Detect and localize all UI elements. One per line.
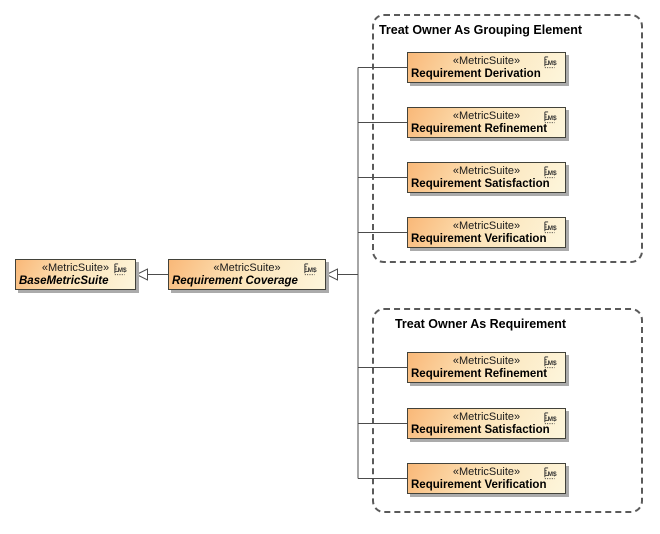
group-title: Treat Owner As Requirement	[394, 317, 567, 331]
metric-suite-icon: M$	[544, 467, 557, 480]
stereotype-label: «MetricSuite»	[213, 262, 281, 274]
stereotype-label: «MetricSuite»	[452, 220, 521, 232]
svg-text:M$: M$	[308, 267, 317, 274]
svg-text:M$: M$	[548, 225, 557, 232]
svg-text:M$: M$	[548, 416, 557, 423]
stereotype-label: «MetricSuite»	[452, 355, 521, 367]
metric-suite-icon: M$	[544, 111, 557, 124]
node-requirement-verification-requirement[interactable]: «MetricSuite» Requirement Verification M…	[407, 463, 566, 494]
node-name: Requirement Verification	[411, 233, 547, 245]
svg-text:M$: M$	[548, 115, 557, 122]
stereotype-label: «MetricSuite»	[452, 110, 521, 122]
node-requirement-satisfaction-requirement[interactable]: «MetricSuite» Requirement Satisfaction M…	[407, 408, 566, 439]
stereotype-label: «MetricSuite»	[452, 411, 521, 423]
node-requirement-coverage[interactable]: «MetricSuite» Requirement Coverage M$	[168, 259, 326, 290]
group-treat-owner-as-requirement[interactable]: Treat Owner As Requirement	[372, 308, 643, 513]
metric-suite-icon: M$	[544, 412, 557, 425]
node-requirement-refinement-grouping[interactable]: «MetricSuite» Requirement Refinement M$	[407, 107, 566, 138]
svg-text:M$: M$	[548, 60, 557, 67]
svg-text:M$: M$	[548, 360, 557, 367]
stereotype-label: «MetricSuite»	[41, 262, 110, 274]
node-name: Requirement Refinement	[411, 123, 548, 135]
group-treat-owner-as-grouping-element[interactable]: Treat Owner As Grouping Element	[372, 14, 643, 263]
stereotype-label: «MetricSuite»	[452, 165, 521, 177]
node-requirement-satisfaction-grouping[interactable]: «MetricSuite» Requirement Satisfaction M…	[407, 162, 566, 193]
node-name: Requirement Derivation	[411, 68, 541, 80]
metric-suite-icon: M$	[544, 221, 557, 234]
node-name: Requirement Verification	[411, 479, 547, 491]
svg-text:M$: M$	[548, 471, 557, 478]
node-requirement-refinement-requirement[interactable]: «MetricSuite» Requirement Refinement M$	[407, 352, 566, 383]
svg-text:M$: M$	[548, 170, 557, 177]
node-name: Requirement Satisfaction	[411, 178, 550, 190]
metric-suite-icon: M$	[304, 263, 317, 276]
generalization-arrowhead	[135, 268, 148, 281]
node-name: Requirement Refinement	[411, 368, 548, 380]
node-name: Requirement Satisfaction	[411, 424, 550, 436]
metric-suite-icon: M$	[544, 356, 557, 369]
node-requirement-verification-grouping[interactable]: «MetricSuite» Requirement Verification M…	[407, 217, 566, 248]
node-requirement-derivation[interactable]: «MetricSuite» Requirement Derivation M$	[407, 52, 566, 83]
metric-suite-icon: M$	[544, 56, 557, 69]
metric-suite-icon: M$	[114, 263, 127, 276]
metric-suite-icon: M$	[544, 166, 557, 179]
stereotype-label: «MetricSuite»	[452, 55, 521, 67]
node-base-metric-suite[interactable]: «MetricSuite» BaseMetricSuite M$	[15, 259, 136, 290]
svg-text:M$: M$	[118, 267, 127, 274]
group-title: Treat Owner As Grouping Element	[378, 23, 583, 37]
generalization-arrowhead	[325, 268, 338, 281]
node-name: Requirement Coverage	[172, 275, 298, 287]
node-name: BaseMetricSuite	[19, 275, 109, 287]
stereotype-label: «MetricSuite»	[452, 466, 521, 478]
